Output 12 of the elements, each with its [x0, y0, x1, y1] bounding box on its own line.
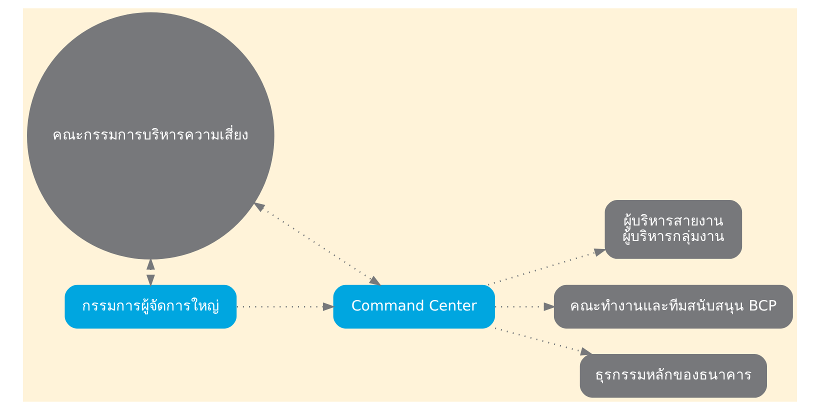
- arrow: [146, 257, 155, 287]
- arrow: [495, 302, 556, 311]
- node-circle: คณะกรรมการบริหารความเสี่ยง: [27, 12, 274, 260]
- arrow: [494, 327, 593, 356]
- arrow: [252, 202, 382, 286]
- node-box: กรรมการผู้จัดการใหญ่: [64, 284, 237, 329]
- arrow: [236, 302, 336, 311]
- node-box: ธุรกรรมหลักของธนาคาร: [580, 354, 767, 398]
- node-box: คณะทำงานและทีมสนับสนุน BCP: [554, 284, 793, 329]
- node-box: ผู้บริหารสายงาน ผู้บริหารกลุ่มงาน: [604, 200, 742, 259]
- node-box: Command Center: [333, 284, 495, 329]
- arrow: [488, 248, 607, 286]
